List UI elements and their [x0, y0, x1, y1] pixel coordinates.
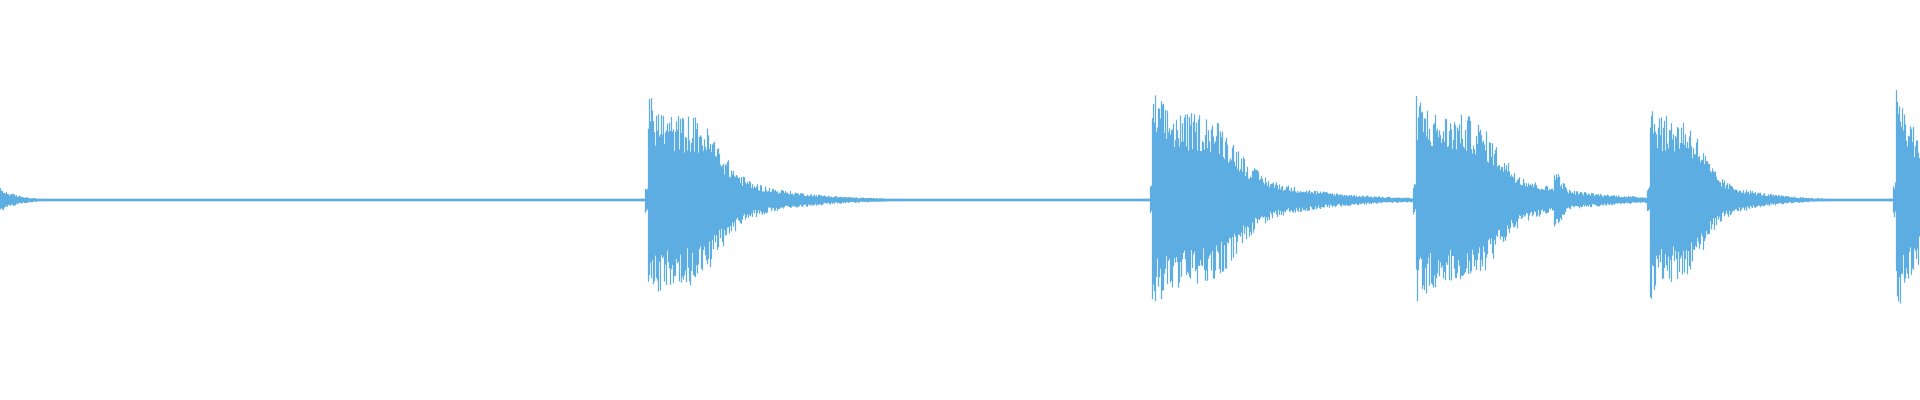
waveform-samples	[0, 90, 1920, 304]
